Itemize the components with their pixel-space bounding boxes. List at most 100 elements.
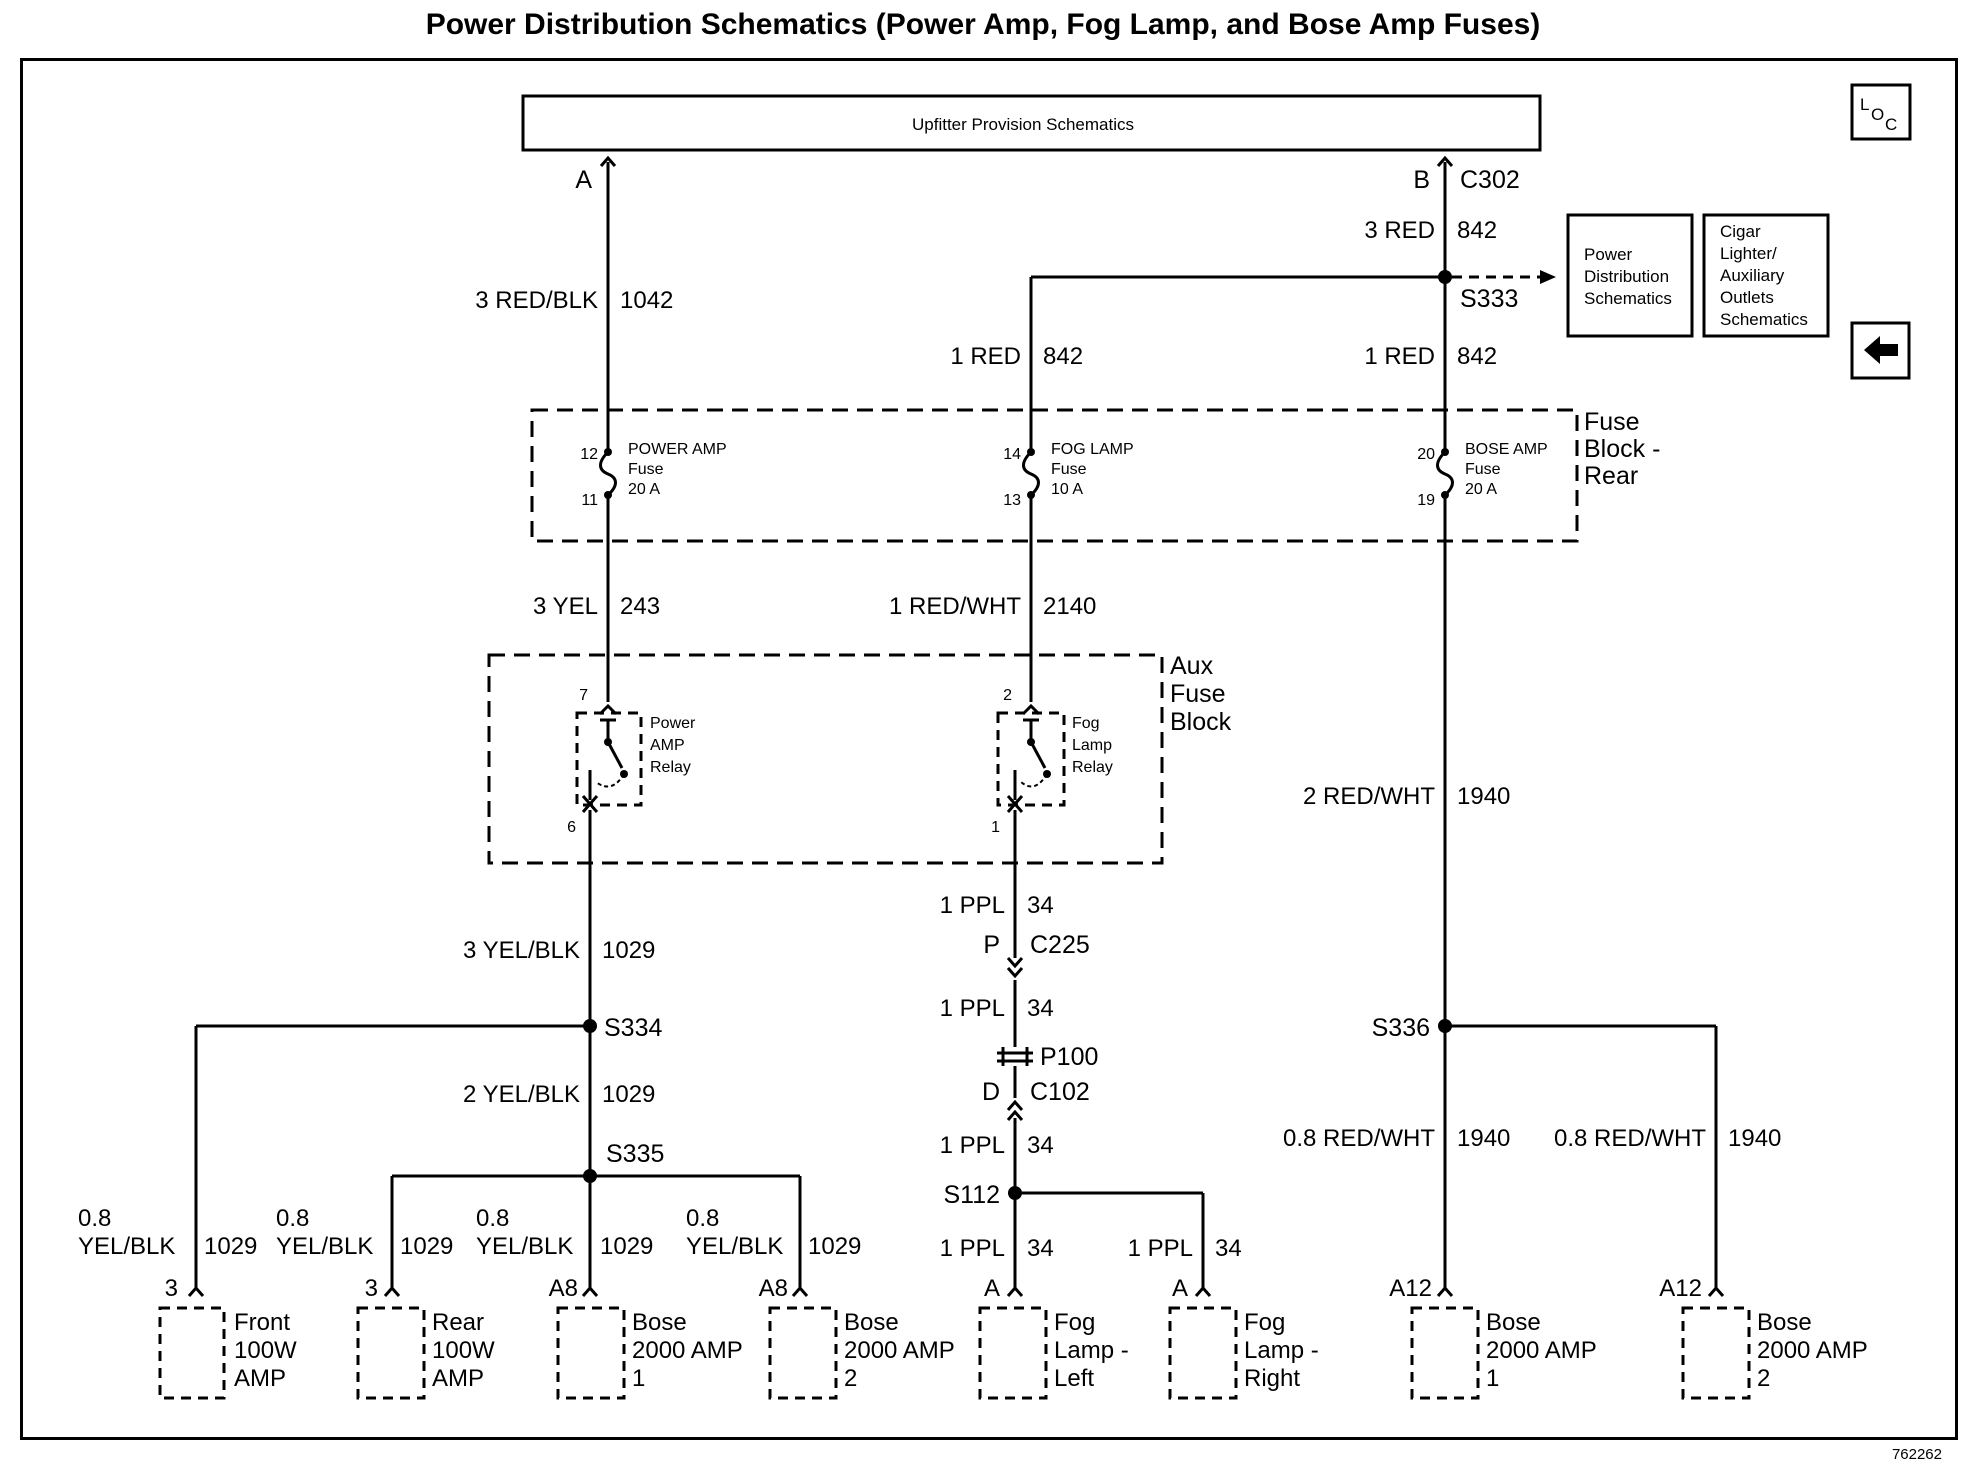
fuse-power-amp-symbol[interactable]: [599, 448, 617, 499]
fuse-3-name: BOSE AMP: [1465, 441, 1547, 458]
left-arrow-icon[interactable]: [1850, 321, 1911, 380]
svg-text:Fog Lamp - Right: Fog Lamp - Right: [1244, 1309, 1325, 1392]
ref-box-1-line-1: Power: [1584, 245, 1633, 264]
wire-2140-gauge: 1 RED/WHT: [889, 593, 1021, 620]
ref-box-1-line-3: Schematics: [1584, 289, 1672, 308]
relay-2-label-1: Fog: [1072, 715, 1100, 732]
fog-lamp-right-component[interactable]: [1168, 1306, 1238, 1400]
component-8-label-3: 2: [1757, 1365, 1770, 1392]
wire-1940-gauge: 2 RED/WHT: [1303, 783, 1435, 810]
wire-b4-circuit: 1029: [808, 1233, 861, 1260]
wire-34b-circuit: 34: [1027, 995, 1054, 1022]
component-5-label-1: Fog: [1054, 1309, 1095, 1336]
component-7-label-3: 1: [1486, 1365, 1499, 1392]
fuse-block-rear-label-1: Fuse: [1584, 408, 1640, 436]
svg-text:Power Distribution Sch: Power Distribution Schematics: [1584, 245, 1674, 308]
wire-34d-gauge: 1 PPL: [940, 1235, 1005, 1262]
wire-lines: [194, 162, 1718, 1288]
fuse-3-pin-in: 20: [1417, 446, 1435, 463]
ref-box-2-line-1: Cigar: [1720, 222, 1761, 241]
fuse-2-pin-in: 14: [1003, 446, 1021, 463]
fuse-fog-lamp-symbol[interactable]: [1022, 448, 1040, 499]
s336-label: S336: [1372, 1014, 1430, 1042]
splice-s335[interactable]: [583, 1169, 597, 1183]
wire-34e-circuit: 34: [1215, 1235, 1242, 1262]
rear-100w-amp-component[interactable]: [356, 1306, 426, 1400]
bose-2000-amp-2-left-component[interactable]: [768, 1306, 838, 1400]
bose-2000-amp-1-left-component[interactable]: [556, 1306, 626, 1400]
c302-pin-a: A: [575, 166, 592, 194]
svg-text:Front 100W AMP: Front 100W AMP: [234, 1309, 303, 1392]
connector-c102-symbol[interactable]: [1006, 1099, 1024, 1121]
wire-842-bose-gauge: 1 RED: [1364, 343, 1435, 370]
wire-b3-size: 0.8: [476, 1205, 509, 1232]
component-3-label-2: 2000 AMP: [632, 1337, 742, 1364]
fuse-1-pin-out: 11: [581, 492, 598, 509]
svg-text:Bose 2000 AMP 2: Bose 2000 AMP 2: [844, 1309, 961, 1392]
fog-lamp-left-component[interactable]: [978, 1306, 1048, 1400]
component-4-label-3: 2: [844, 1365, 857, 1392]
relay-1-label-3: Relay: [650, 759, 691, 776]
fuse-bose-amp-symbol[interactable]: [1436, 448, 1454, 499]
ref-box-cigar-lighter[interactable]: [1702, 213, 1830, 338]
svg-text:Bose 2000 AMP 1: Bose 2000 AMP 1: [632, 1309, 749, 1392]
s112-label: S112: [943, 1181, 1000, 1209]
component-5-label-2: Lamp -: [1054, 1337, 1129, 1364]
component-6-pin: A: [1172, 1275, 1188, 1302]
upfitter-box[interactable]: [521, 94, 1542, 152]
ref-box-power-distribution[interactable]: [1566, 213, 1694, 338]
wire-b2-circuit: 1029: [400, 1233, 453, 1260]
splice-s336[interactable]: [1438, 1019, 1452, 1033]
connector-c302-chevrons: [599, 155, 1454, 167]
component-2-label-2: 100W: [432, 1337, 495, 1364]
wire-34d-circuit: 34: [1027, 1235, 1054, 1262]
svg-text:0.8 YEL/BLK: 0.8 YEL/BLK: [476, 1205, 573, 1260]
component-1-label-3: AMP: [234, 1365, 286, 1392]
component-2-pin: 3: [365, 1275, 378, 1302]
svg-text:FOG LAMP Fuse 10 A: FOG LAMP Fuse 10 A: [1051, 441, 1138, 498]
component-2-label-1: Rear: [432, 1309, 484, 1336]
bose-2000-amp-1-right-component[interactable]: [1410, 1306, 1480, 1400]
front-100w-amp-component[interactable]: [158, 1306, 226, 1400]
s335-label: S335: [606, 1140, 664, 1168]
c302-label: C302: [1460, 166, 1520, 194]
c102-label: C102: [1030, 1078, 1090, 1106]
svg-text:BOSE AMP Fuse 20 A: BOSE AMP Fuse 20 A: [1465, 441, 1552, 498]
connector-p100-symbol[interactable]: [997, 1047, 1033, 1066]
svg-text:Cigar Lighter/ Auxilia: Cigar Lighter/ Auxiliary Outlets Schemat…: [1720, 222, 1808, 329]
power-amp-relay-symbol[interactable]: [575, 703, 643, 813]
component-7-label-1: Bose: [1486, 1309, 1541, 1336]
relay-2-label-2: Lamp: [1072, 737, 1112, 754]
fuse-3-type: Fuse: [1465, 461, 1501, 478]
wire-1029b-circuit: 1029: [602, 1081, 655, 1108]
component-5-label-3: Left: [1054, 1365, 1094, 1392]
c225-pin: P: [983, 931, 1000, 959]
fuse-2-rating: 10 A: [1051, 481, 1083, 498]
wire-842-fog-circuit: 842: [1043, 343, 1083, 370]
relay-1-label-2: AMP: [650, 737, 684, 754]
wire-1940r-circuit: 1940: [1728, 1125, 1781, 1152]
wire-842-fog-gauge: 1 RED: [950, 343, 1021, 370]
splice-s333[interactable]: [1438, 270, 1452, 284]
wire-1042-gauge: 3 RED/BLK: [475, 287, 598, 314]
wire-243-gauge: 3 YEL: [533, 593, 598, 620]
location-icon-c: C: [1885, 115, 1897, 134]
wire-1029a-circuit: 1029: [602, 937, 655, 964]
component-1-label-2: 100W: [234, 1337, 297, 1364]
component-2-label-3: AMP: [432, 1365, 484, 1392]
fuse-block-rear-label-2: Block -: [1584, 435, 1660, 463]
svg-text:0.8 YEL/BLK: 0.8 YEL/BLK: [276, 1205, 373, 1260]
location-icon[interactable]: L O C: [1850, 83, 1912, 141]
component-3-label-1: Bose: [632, 1309, 687, 1336]
splice-s112[interactable]: [1008, 1186, 1022, 1200]
svg-text:Fuse Block - Rear: Fuse Block - Rear: [1584, 408, 1667, 490]
connector-c225-symbol[interactable]: [1006, 957, 1024, 979]
wire-34a-circuit: 34: [1027, 892, 1054, 919]
fog-lamp-relay-symbol[interactable]: [996, 703, 1066, 813]
component-5-pin: A: [984, 1275, 1000, 1302]
bose-2000-amp-2-right-component[interactable]: [1681, 1306, 1751, 1400]
svg-text:0.8 YEL/BLK: 0.8 YEL/BLK: [686, 1205, 783, 1260]
component-7-label-2: 2000 AMP: [1486, 1337, 1596, 1364]
splice-s334[interactable]: [583, 1019, 597, 1033]
